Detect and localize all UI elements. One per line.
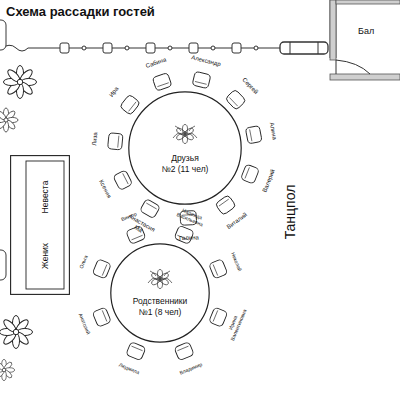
chair-back <box>146 203 156 209</box>
chair <box>241 164 260 184</box>
chair-back <box>131 235 142 240</box>
chair-back <box>213 310 218 321</box>
chair <box>92 259 111 279</box>
chair-back <box>102 310 107 321</box>
chair-back <box>118 136 119 148</box>
table-label: Родственники <box>133 296 188 307</box>
round-table: Родственники№1 (8 чел) <box>110 243 210 343</box>
chair-back <box>245 167 249 178</box>
table-label: №2 (11 чел) <box>162 164 209 175</box>
table-text: Родственники№1 (8 чел) <box>110 243 210 343</box>
couple-name: Жених <box>40 243 50 269</box>
title: Схема рассадки гостей <box>6 4 155 19</box>
guest-name: Ксения <box>98 179 113 200</box>
chair-back <box>157 83 168 87</box>
guest-name: Валерий <box>261 169 276 194</box>
chair <box>120 94 141 115</box>
guest-name: Александр <box>191 54 222 67</box>
room-label: Бал <box>358 26 374 36</box>
chair <box>0 20 6 50</box>
table-outline <box>128 91 242 205</box>
guest-name: Сабина <box>144 56 166 69</box>
table-outline <box>10 155 70 295</box>
guest-name: Алина <box>268 122 278 140</box>
chair <box>152 73 172 91</box>
flower-icon <box>148 270 172 289</box>
chair-back <box>250 129 252 141</box>
chair <box>126 342 146 361</box>
chair-back <box>131 346 142 351</box>
chair <box>140 199 161 219</box>
chair <box>192 71 211 88</box>
guest-name: Лиза <box>91 132 99 146</box>
chair <box>92 307 111 327</box>
chair-back <box>195 81 207 84</box>
chair <box>245 126 262 144</box>
chair <box>0 250 6 280</box>
chair-back <box>219 199 229 206</box>
guest-name: Ольга <box>79 254 89 269</box>
chair <box>108 133 123 150</box>
chair-back <box>102 264 107 275</box>
chair-back <box>213 264 218 275</box>
chair <box>209 307 228 327</box>
chair <box>209 259 228 279</box>
balcony-room: Бал <box>338 8 398 70</box>
guest-name: Галина <box>179 234 199 242</box>
chair-back <box>129 102 136 111</box>
table-text: Друзья№2 (11 чел) <box>128 91 242 205</box>
dance-floor-label: Танцпол <box>282 185 298 240</box>
chair <box>174 342 194 361</box>
round-table: Друзья№2 (11 чел) <box>128 91 242 205</box>
flower-icon <box>173 125 197 144</box>
guest-name: Владимир <box>179 362 203 376</box>
chair-back <box>177 346 188 351</box>
guest-name: Виталий <box>226 212 249 231</box>
guest-name: Ира <box>108 86 120 99</box>
chair <box>113 170 133 191</box>
table-outline <box>110 243 210 343</box>
guest-name: Сергей <box>241 76 259 95</box>
chair <box>225 89 246 110</box>
guest-name: Анатолий <box>77 313 91 336</box>
chair <box>215 195 236 216</box>
chair-back <box>123 173 128 184</box>
balcony-walls <box>330 0 400 80</box>
guest-name: Людмила <box>117 362 139 375</box>
guest-name: Ирина Валентиновна <box>224 306 248 343</box>
couple-name: Невеста <box>40 181 50 214</box>
guest-name: Надежда Васильевна <box>173 205 210 229</box>
table-label: №1 (8 чел) <box>139 307 182 318</box>
head-table: НевестаЖених <box>10 155 70 295</box>
table-label: Друзья <box>171 153 199 164</box>
guest-name: Николай <box>229 251 242 271</box>
garland <box>0 42 328 54</box>
chair-back <box>229 97 237 106</box>
